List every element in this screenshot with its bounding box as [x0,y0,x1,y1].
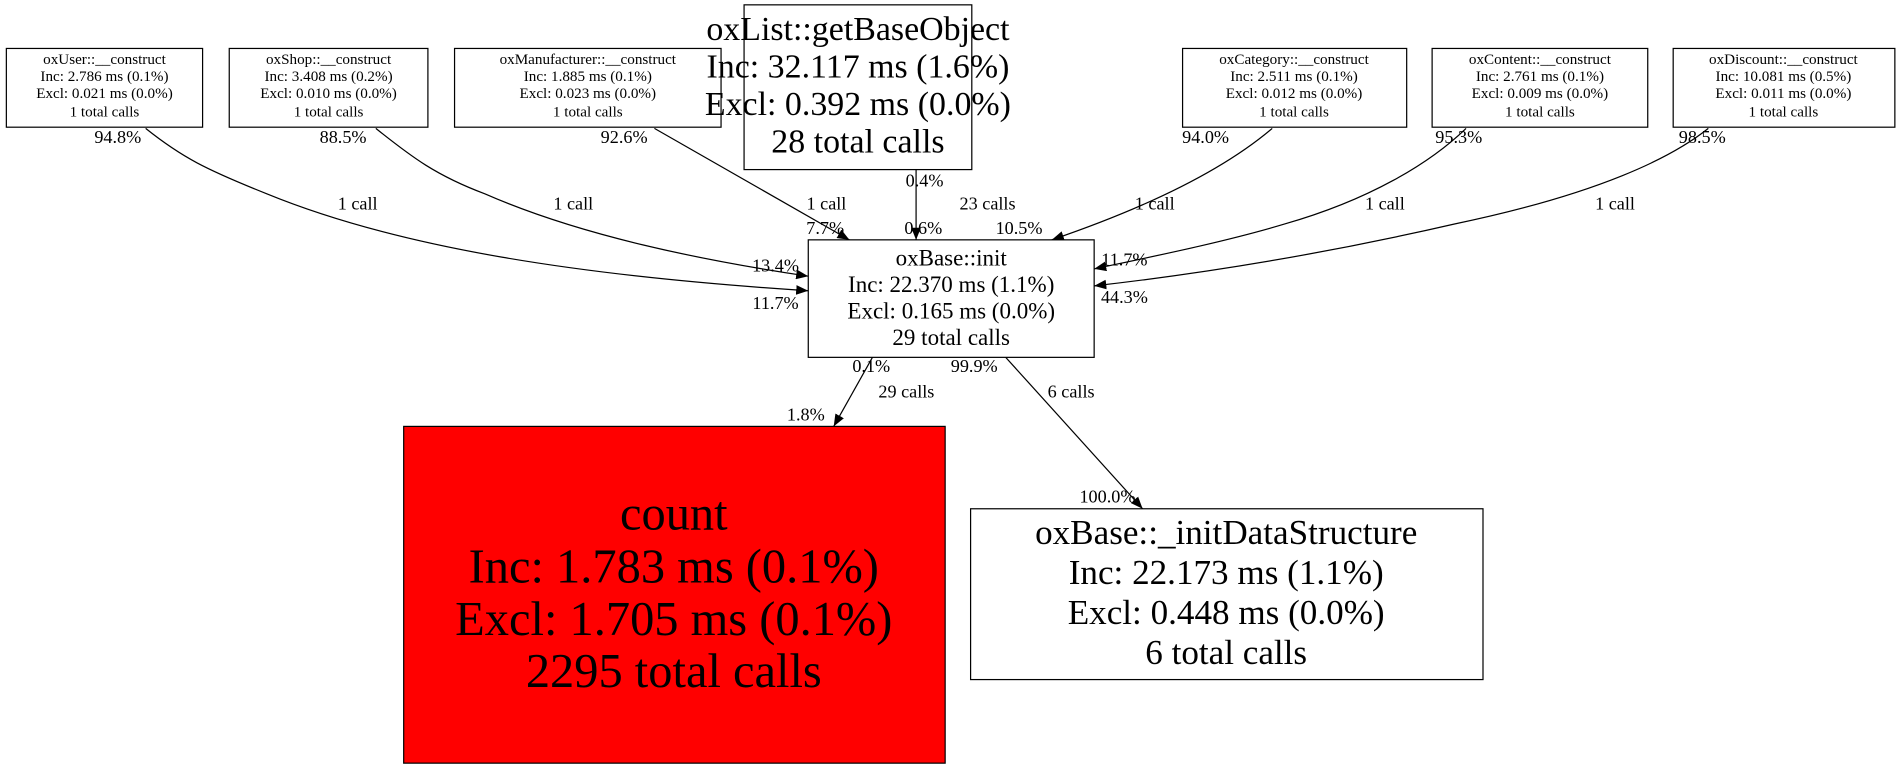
node-name: oxContent::__construct [1469,52,1612,68]
edge-head-label: 11.7% [1101,249,1147,269]
node-excl: Excl: 0.012 ms (0.0%) [1226,86,1363,102]
edge-oxdiscount-to-init: 98.5% 1 call 44.3% [1094,127,1726,307]
node-inc: Inc: 2.761 ms (0.1%) [1476,69,1604,85]
edge-tail-label: 98.5% [1679,127,1726,147]
edge-init-to-initdatastructure: 99.9% 6 calls 100.0% [951,356,1144,510]
node-name: oxBase::init [896,244,1008,270]
node-calls: 6 total calls [1145,633,1307,672]
node-excl: Excl: 0.392 ms (0.0%) [705,86,1011,123]
edge-oxlist-to-init: 0.4% 23 calls 0.6% [904,169,1016,240]
node-calls: 1 total calls [1505,104,1575,120]
node-inc: Inc: 10.081 ms (0.5%) [1716,69,1852,85]
node-excl: Excl: 0.448 ms (0.0%) [1068,593,1385,632]
edge-head-label: 7.7% [806,218,844,238]
node-name: oxManufacturer::__construct [500,52,677,68]
edge-label: 1 call [1365,194,1405,214]
edge-tail-label: 99.9% [951,356,998,376]
node-name: oxDiscount::__construct [1709,52,1859,68]
node-name: oxShop::__construct [266,52,392,68]
node-excl: Excl: 0.009 ms (0.0%) [1472,86,1609,102]
node-excl: Excl: 0.165 ms (0.0%) [847,298,1055,324]
node-oxmanufacturer-construct[interactable]: oxManufacturer::__construct Inc: 1.885 m… [453,47,722,128]
node-inc: Inc: 22.370 ms (1.1%) [848,271,1054,297]
node-excl: Excl: 0.010 ms (0.0%) [260,86,397,102]
edge-tail-label: 92.6% [601,127,648,147]
node-excl: Excl: 0.011 ms (0.0%) [1715,86,1851,102]
node-name: oxBase::_initDataStructure [1035,513,1417,552]
node-calls: 2295 total calls [526,645,822,698]
node-excl: Excl: 0.023 ms (0.0%) [520,86,657,102]
node-oxbase-initdatastructure[interactable]: oxBase::_initDataStructure Inc: 22.173 m… [969,508,1484,681]
edge-label: 1 call [807,194,847,214]
edge-head-label: 10.5% [996,218,1043,238]
node-calls: 1 total calls [553,104,623,120]
node-calls: 29 total calls [892,324,1010,350]
edge-oxcategory-to-init: 94.0% 1 call 10.5% [996,127,1273,241]
edge-label: 1 call [553,194,593,214]
edge-init-to-count: 0.1% 29 calls 1.8% [787,356,934,427]
node-calls: 1 total calls [1259,104,1329,120]
node-inc: Inc: 3.408 ms (0.2%) [265,69,393,85]
node-oxdiscount-construct[interactable]: oxDiscount::__construct Inc: 10.081 ms (… [1672,47,1896,128]
edge-oxcontent-to-init: 95.3% 1 call 11.7% [1094,127,1482,272]
node-oxcategory-construct[interactable]: oxCategory::__construct Inc: 2.511 ms (0… [1181,47,1408,128]
edge-tail-label: 95.3% [1435,127,1482,147]
node-oxuser-construct[interactable]: oxUser::__construct Inc: 2.786 ms (0.1%)… [5,47,204,128]
edge-oxmanufacturer-to-init: 92.6% 1 call 7.7% [601,127,850,241]
node-oxshop-construct[interactable]: oxShop::__construct Inc: 3.408 ms (0.2%)… [228,47,429,128]
edge-tail-label: 88.5% [320,127,367,147]
node-count[interactable]: count Inc: 1.783 ms (0.1%) Excl: 1.705 m… [403,425,946,764]
edge-tail-label: 94.8% [94,127,141,147]
node-inc: Inc: 2.511 ms (0.1%) [1230,69,1358,85]
edge-label: 29 calls [878,381,934,401]
node-calls: 1 total calls [70,104,140,120]
node-excl: Excl: 1.705 ms (0.1%) [455,593,892,646]
edge-label: 1 call [338,194,378,214]
edge-label: 6 calls [1048,381,1095,401]
edge-head-label: 13.4% [752,255,799,275]
edge-oxuser-to-init: 94.8% 1 call 11.7% [94,127,809,313]
edge-head-label: 0.6% [904,218,942,238]
node-oxbase-init[interactable]: oxBase::init Inc: 22.370 ms (1.1%) Excl:… [807,239,1095,358]
edge-tail-label: 0.1% [852,356,890,376]
node-excl: Excl: 0.021 ms (0.0%) [36,86,173,102]
node-inc: Inc: 32.117 ms (1.6%) [706,49,1009,86]
edge-head-label: 11.7% [752,293,798,313]
edge-oxshop-to-init: 88.5% 1 call 13.4% [320,127,809,280]
edge-label: 1 call [1135,194,1175,214]
edge-label: 23 calls [960,194,1016,214]
node-oxlist-getbaseobject[interactable]: oxList::getBaseObject Inc: 32.117 ms (1.… [705,4,1011,171]
node-name: oxCategory::__construct [1219,52,1369,68]
edge-tail-label: 0.4% [906,171,944,191]
node-inc: Inc: 1.783 ms (0.1%) [469,541,879,594]
edge-tail-label: 94.0% [1182,127,1229,147]
edge-head-label: 1.8% [787,404,825,424]
edge-head-label: 100.0% [1079,487,1135,507]
node-inc: Inc: 1.885 ms (0.1%) [524,69,652,85]
node-calls: 28 total calls [771,124,944,161]
node-inc: Inc: 22.173 ms (1.1%) [1069,553,1384,592]
node-calls: 1 total calls [294,104,364,120]
node-name: oxList::getBaseObject [706,11,1010,48]
node-calls: 1 total calls [1749,104,1819,120]
node-oxcontent-construct[interactable]: oxContent::__construct Inc: 2.761 ms (0.… [1431,47,1649,128]
node-inc: Inc: 2.786 ms (0.1%) [40,69,168,85]
edge-label: 1 call [1595,194,1635,214]
edge-head-label: 44.3% [1101,287,1148,307]
node-name: count [620,487,728,540]
node-name: oxUser::__construct [43,52,166,68]
